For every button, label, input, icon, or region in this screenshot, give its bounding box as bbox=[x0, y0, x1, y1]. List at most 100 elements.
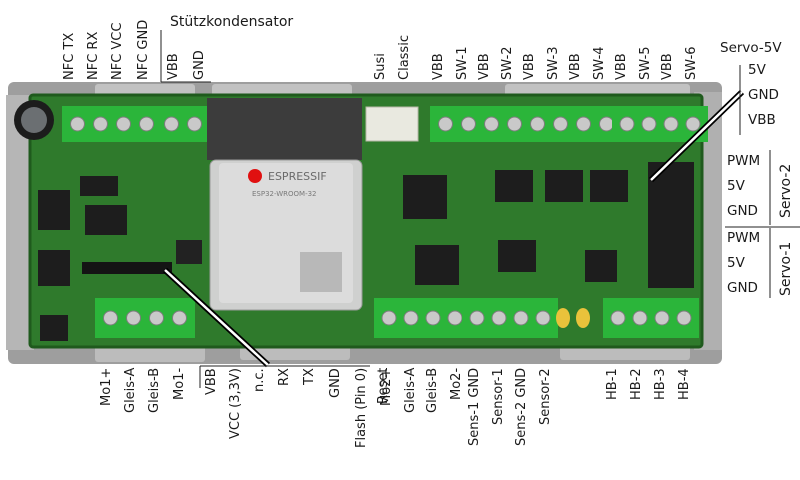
module-brand: ESPRESSIF bbox=[268, 170, 327, 183]
servo5v-title: Servo-5V bbox=[720, 40, 782, 56]
chip bbox=[403, 175, 447, 219]
servo2-pin-label: PWM bbox=[727, 153, 761, 169]
pcb bbox=[30, 95, 702, 347]
terminal-screw bbox=[530, 116, 545, 132]
prog-pin-label: Flash (Pin 0) bbox=[354, 367, 369, 448]
motor2-pin-label: Gleis-A bbox=[403, 367, 418, 413]
servo1-title: Servo-1 bbox=[778, 241, 794, 296]
motor1-pin-label: Gleis-A bbox=[123, 367, 138, 413]
chip bbox=[545, 170, 583, 202]
motor2-pin-label: Mo2+ bbox=[379, 367, 394, 406]
servo1-pin-label: 5V bbox=[727, 255, 745, 271]
servo-header bbox=[648, 162, 694, 288]
terminal-screw bbox=[641, 116, 657, 132]
servo1-pin-label: GND bbox=[727, 280, 758, 296]
prog-pin-label: VCC (3,3V) bbox=[228, 368, 243, 439]
terminal-screw bbox=[553, 116, 568, 132]
switch-pin-label: VBB bbox=[477, 53, 492, 80]
chip bbox=[415, 245, 459, 285]
susi-label: Susi bbox=[373, 53, 388, 80]
terminal-screw bbox=[70, 116, 85, 132]
switch-pin-label: VBB bbox=[614, 53, 629, 80]
pin1-marker bbox=[248, 169, 262, 183]
motor1-pin-label: Mo1- bbox=[172, 367, 187, 400]
terminal-screw bbox=[172, 310, 187, 326]
antenna-area bbox=[207, 98, 362, 160]
qr-code bbox=[300, 252, 342, 292]
nfc-pin-label: NFC VCC bbox=[110, 22, 125, 80]
terminal-screw bbox=[381, 310, 397, 326]
terminal-screw bbox=[513, 310, 529, 326]
motor1-pin-label: Gleis-B bbox=[147, 367, 162, 413]
terminal-screw bbox=[149, 310, 164, 326]
terminal-screw bbox=[576, 116, 591, 132]
chip bbox=[38, 190, 70, 230]
module-model: ESP32-WROOM-32 bbox=[252, 190, 317, 198]
chip bbox=[176, 240, 202, 264]
hb-pin-label: HB-2 bbox=[629, 368, 644, 400]
terminal-screw bbox=[447, 310, 463, 326]
top-terminal-blocks bbox=[62, 106, 708, 142]
stuetz-pin-label: GND bbox=[192, 50, 207, 80]
servo2-pin-label: GND bbox=[727, 203, 758, 219]
servo2-pin-label: 5V bbox=[727, 178, 745, 194]
nfc-pin-label: NFC RX bbox=[86, 31, 101, 80]
servo5v-pin-label: 5V bbox=[748, 62, 766, 78]
nfc-pin-label: NFC GND bbox=[136, 19, 151, 80]
terminal-screw bbox=[619, 116, 635, 132]
chip bbox=[498, 240, 536, 272]
terminal-screw bbox=[126, 310, 141, 326]
switch-pin-label: SW-6 bbox=[684, 46, 699, 80]
prog-pin-label: RX bbox=[277, 368, 292, 386]
stuetz-pin-label: VBB bbox=[166, 53, 181, 80]
stuetz-title: Stützkondensator bbox=[170, 14, 294, 30]
switch-pin-label: SW-2 bbox=[500, 46, 515, 80]
bottom-terminal-blocks bbox=[95, 298, 699, 338]
switch-pin-label: SW-1 bbox=[455, 46, 470, 80]
nfc-pin-label: NFC TX bbox=[62, 32, 77, 80]
terminal-screw bbox=[654, 310, 670, 326]
leader-line-servo5v-inner bbox=[650, 91, 743, 181]
susi-connector bbox=[365, 106, 419, 142]
terminal-screw bbox=[116, 116, 131, 132]
chip bbox=[585, 250, 617, 282]
programming-header bbox=[82, 262, 172, 274]
chip bbox=[590, 170, 628, 202]
prog-pin-label: VBB bbox=[204, 368, 219, 395]
sensor-pin-label: Sens-1 GND bbox=[467, 367, 482, 446]
chip bbox=[80, 176, 118, 196]
servo2-title: Servo-2 bbox=[778, 163, 794, 218]
leader-line-programming-inner bbox=[164, 269, 269, 366]
terminal-screw bbox=[610, 310, 626, 326]
terminal-screw bbox=[403, 310, 419, 326]
sensor-pin-label: Sens-2 GND bbox=[514, 367, 529, 446]
solder-pad bbox=[576, 308, 590, 328]
terminal-screw bbox=[491, 310, 507, 326]
terminal-screw bbox=[469, 310, 485, 326]
switch-pin-label: VBB bbox=[522, 53, 537, 80]
terminal-screw bbox=[507, 116, 522, 132]
servo5v-pin-label: GND bbox=[748, 87, 779, 103]
prog-pin-label: GND bbox=[328, 368, 343, 398]
sensor-pin-label: Sensor-2 bbox=[538, 368, 553, 425]
servo5v-pin-label: VBB bbox=[748, 112, 776, 128]
terminal-screw bbox=[425, 310, 441, 326]
switch-pin-label: VBB bbox=[660, 53, 675, 80]
chip bbox=[495, 170, 533, 202]
switch-pin-label: SW-3 bbox=[546, 46, 561, 80]
terminal-screw bbox=[663, 116, 679, 132]
terminal-screw bbox=[632, 310, 648, 326]
chip bbox=[38, 250, 70, 286]
hb-pin-label: HB-3 bbox=[653, 368, 668, 400]
servo1-pin-label: PWM bbox=[727, 230, 761, 246]
motor1-pin-label: Mo1+ bbox=[99, 367, 114, 406]
prog-pin-label: n.c. bbox=[252, 368, 267, 392]
hb-pin-label: HB-1 bbox=[605, 368, 620, 400]
susi-label: Classic bbox=[397, 35, 412, 80]
terminal-screw bbox=[103, 310, 118, 326]
terminal-screw bbox=[535, 310, 551, 326]
terminal-screw bbox=[139, 116, 154, 132]
switch-pin-label: VBB bbox=[431, 53, 446, 80]
motor2-pin-label: Mo2- bbox=[449, 367, 464, 400]
